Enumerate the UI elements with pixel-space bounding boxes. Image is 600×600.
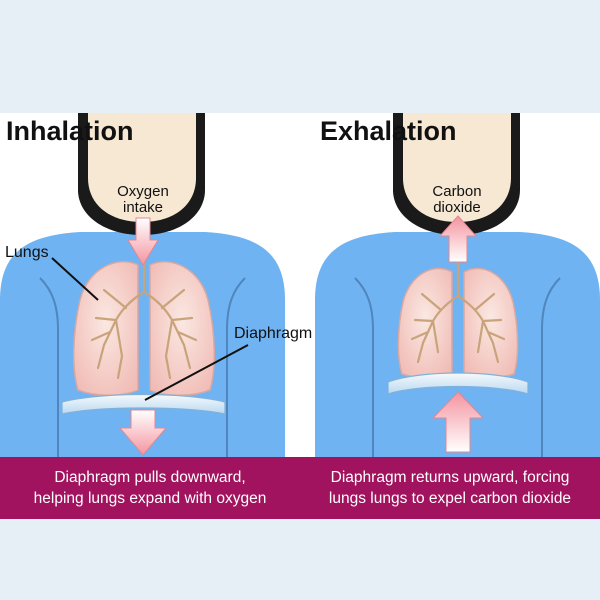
inhalation-caption: Diaphragm pulls downward, helping lungs …	[33, 469, 267, 507]
inhalation-intake-arrow	[127, 217, 159, 266]
exhalation-co2-arrow	[438, 215, 478, 263]
inhalation-face	[88, 113, 196, 222]
inhalation-bronchi	[90, 253, 198, 380]
exhalation-arm-line-right	[541, 277, 561, 458]
exhalation-torso	[315, 232, 600, 458]
exhalation-diaphragm	[387, 372, 529, 395]
inhalation-diaphragm	[61, 393, 226, 415]
exhalation-heading: Exhalation	[320, 116, 457, 146]
exhalation-face	[403, 113, 511, 222]
inhalation-figure	[0, 113, 285, 458]
exhalation-caption: Diaphragm returns upward, forcing lungs …	[328, 469, 572, 507]
lungs-leader-line	[51, 257, 99, 301]
lungs-label: Lungs	[5, 244, 49, 261]
carbon-dioxide-label: Carbon dioxide	[432, 183, 482, 216]
inhalation-arm-line-right	[226, 277, 246, 458]
inhalation-diaphragm-arrow	[118, 409, 168, 456]
diaphragm-leader-line	[144, 344, 249, 401]
exhalation-bronchi	[410, 260, 506, 364]
inhalation-heading: Inhalation	[6, 116, 134, 146]
exhalation-diaphragm-arrow	[431, 391, 485, 453]
exhalation-figure	[315, 113, 600, 458]
diaphragm-label: Diaphragm	[234, 325, 313, 342]
caption-bar: Diaphragm pulls downward, helping lungs …	[0, 457, 600, 519]
inhalation-arm-line-left	[39, 277, 59, 458]
exhalation-arm-line-left	[354, 277, 374, 458]
oxygen-intake-label: Oxygen intake	[117, 183, 169, 216]
